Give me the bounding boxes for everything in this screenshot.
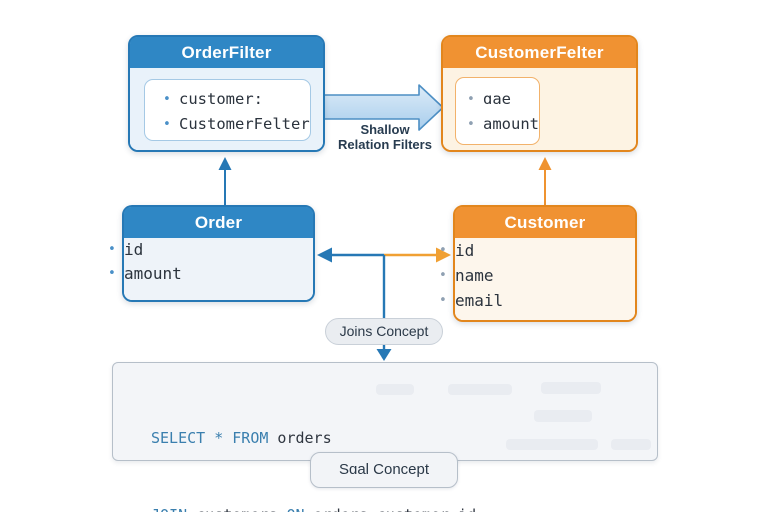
order-body: id amount bbox=[108, 238, 313, 300]
customer-body: id name email bbox=[439, 238, 635, 320]
ghost-bar bbox=[541, 382, 601, 394]
customerfelter-field: ɑae bbox=[467, 87, 539, 112]
customerfelter-title: CustomerFelter bbox=[443, 37, 636, 70]
orderfilter-body: customer: CustomerFelter bbox=[130, 68, 323, 150]
customerfelter-fields-panel: ɑae amount bbox=[455, 77, 540, 145]
orderfilter-field: CustomerFelter bbox=[163, 112, 310, 137]
order-title: Order bbox=[124, 207, 313, 240]
orderfilter-box: OrderFilter customer: CustomerFelter bbox=[128, 35, 325, 152]
customer-to-customerfelter-arrow bbox=[538, 157, 552, 205]
customerfelter-body: ɑae amount bbox=[443, 68, 636, 150]
order-field: id bbox=[108, 238, 313, 262]
ghost-bar bbox=[376, 384, 414, 395]
customer-field: email bbox=[439, 288, 635, 313]
sql-line-1: SELECT * FROM orders bbox=[151, 429, 332, 447]
ghost-bar bbox=[611, 439, 651, 450]
sql-concept-badge: Sɑal Concept bbox=[310, 452, 458, 488]
order-box: Order id amount bbox=[108, 205, 315, 302]
ghost-bar bbox=[448, 384, 512, 395]
sql-code-box: SELECT * FROM orders JOIN customers ON o… bbox=[112, 362, 658, 512]
shallow-relation-label: Shallow Relation Filters bbox=[338, 122, 432, 152]
sql-code: SELECT * FROM orders JOIN customers ON o… bbox=[151, 375, 494, 512]
ghost-bar bbox=[534, 410, 592, 422]
orderfilter-fields-panel: customer: CustomerFelter bbox=[144, 79, 311, 141]
customer-box: Customer id name email bbox=[439, 205, 637, 322]
customerfelter-field: amount bbox=[467, 112, 539, 137]
customer-title: Customer bbox=[455, 207, 635, 240]
order-to-orderfilter-arrow bbox=[218, 157, 232, 205]
order-field: amount bbox=[108, 262, 313, 286]
ghost-bar bbox=[506, 439, 598, 450]
orderfilter-title: OrderFilter bbox=[130, 37, 323, 70]
joins-concept-badge: Joins Concept bbox=[325, 318, 443, 345]
joins-to-sql-arrow bbox=[376, 255, 392, 361]
orderfilter-field: customer: bbox=[163, 87, 310, 112]
sql-line-2: JOIN customers ON orders.customer_id = bbox=[151, 503, 494, 512]
customer-field: id bbox=[439, 238, 635, 263]
order-customer-join-arrow bbox=[317, 247, 451, 263]
customer-field: name bbox=[439, 263, 635, 288]
customerfelter-box: CustomerFelter ɑae amount bbox=[441, 35, 638, 152]
